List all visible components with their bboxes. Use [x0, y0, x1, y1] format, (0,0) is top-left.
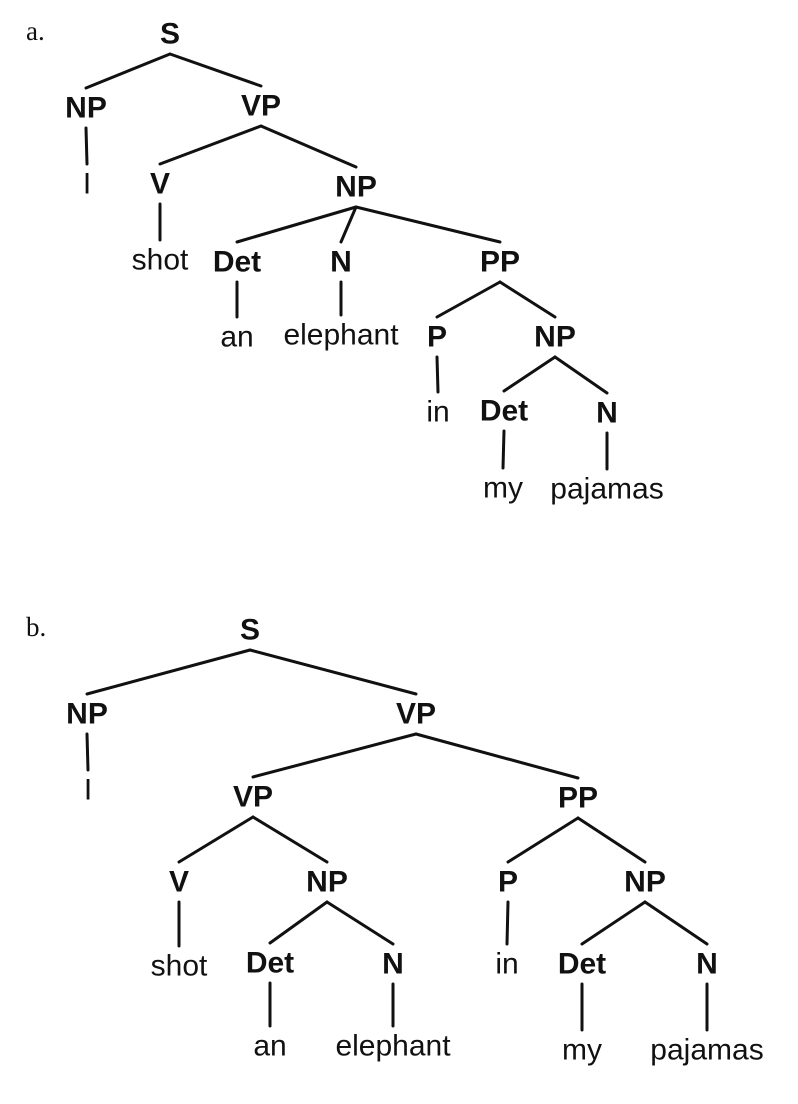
tree-a-edge	[168, 52, 263, 88]
tree-b-edge	[325, 900, 395, 946]
tree-a-edge	[502, 355, 557, 393]
tree-b-edge	[580, 900, 647, 946]
tree-a-edge	[84, 126, 89, 166]
tree-b-category-node: P	[498, 866, 518, 899]
tree-a-edge	[553, 355, 609, 395]
tree-b-category-node: S	[240, 614, 260, 647]
tree-b-category-node: VP	[233, 781, 273, 814]
tree-a-category-node: N	[596, 397, 618, 430]
tree-b-category-node: PP	[558, 782, 598, 815]
tree-b-word-node: I	[84, 774, 92, 807]
tree-a-edge	[435, 280, 502, 319]
tree-b-edge	[414, 732, 580, 780]
tree-b-category-node: NP	[66, 698, 108, 731]
tree-b-word-node: pajamas	[650, 1034, 763, 1067]
tree-a-category-node: VP	[241, 90, 281, 123]
tree-b-edge	[85, 732, 90, 772]
tree-b-edge	[85, 648, 252, 696]
tree-a-category-node: N	[330, 246, 352, 279]
tree-a-category-node: NP	[65, 92, 107, 125]
tree-a-edges	[84, 52, 609, 471]
tree-a-edge	[339, 205, 358, 244]
tree-b-edges	[85, 648, 709, 1032]
tree-b-edge	[177, 815, 255, 864]
tree-a-edge	[235, 205, 358, 244]
tree-a-category-node: Det	[213, 246, 261, 279]
tree-a-edge	[259, 124, 358, 169]
tree-a-word-node: my	[483, 472, 523, 505]
tree-b-category-node: N	[696, 948, 718, 981]
tree-b-category-node: Det	[246, 947, 294, 980]
tree-b-word-node: an	[253, 1030, 286, 1063]
tree-b-edge	[248, 648, 418, 696]
tree-a-word-node: elephant	[283, 319, 399, 352]
tree-a-category-node: P	[427, 321, 447, 354]
tree-b-edge	[506, 816, 580, 864]
tree-b-edge	[268, 900, 329, 945]
tree-b-edge	[251, 732, 418, 779]
tree-b-category-node: NP	[306, 866, 348, 899]
tree-b-edge	[505, 900, 510, 946]
tree-b-category-node: Det	[558, 948, 606, 981]
tree-a-edge	[498, 280, 557, 319]
tree-a-edge	[435, 355, 440, 394]
tree-b-category-node: NP	[624, 866, 666, 899]
tree-a-category-node: PP	[480, 246, 520, 279]
tree-a-edge	[354, 205, 502, 244]
tree-a-category-node: S	[160, 18, 180, 51]
tree-b-label: b.	[26, 612, 46, 642]
tree-b-edge	[251, 815, 329, 864]
tree-a-category-node: NP	[534, 321, 576, 354]
tree-a-edge	[84, 52, 172, 90]
tree-a-category-node: V	[150, 168, 170, 201]
tree-a-category-node: Det	[480, 395, 528, 428]
tree-b-word-node: in	[495, 948, 518, 981]
tree-a-label: a.	[26, 16, 45, 46]
tree-a-edge	[158, 124, 263, 166]
tree-b-edge	[576, 816, 647, 864]
tree-a-word-node: in	[426, 396, 449, 429]
tree-a-category-node: NP	[335, 171, 377, 204]
tree-b-edge	[643, 900, 709, 946]
tree-b-word-node: shot	[151, 950, 208, 983]
tree-a-edge	[501, 429, 506, 470]
tree-b-category-node: N	[382, 948, 404, 981]
tree-a-word-node: pajamas	[550, 473, 663, 506]
tree-a-word-node: shot	[132, 244, 189, 277]
tree-a-word-node: an	[220, 321, 253, 354]
tree-b-word-node: my	[562, 1034, 602, 1067]
tree-b-word-node: elephant	[335, 1030, 451, 1063]
tree-b-category-node: V	[169, 866, 189, 899]
tree-a-word-node: I	[83, 168, 91, 201]
tree-b-category-node: VP	[396, 698, 436, 731]
